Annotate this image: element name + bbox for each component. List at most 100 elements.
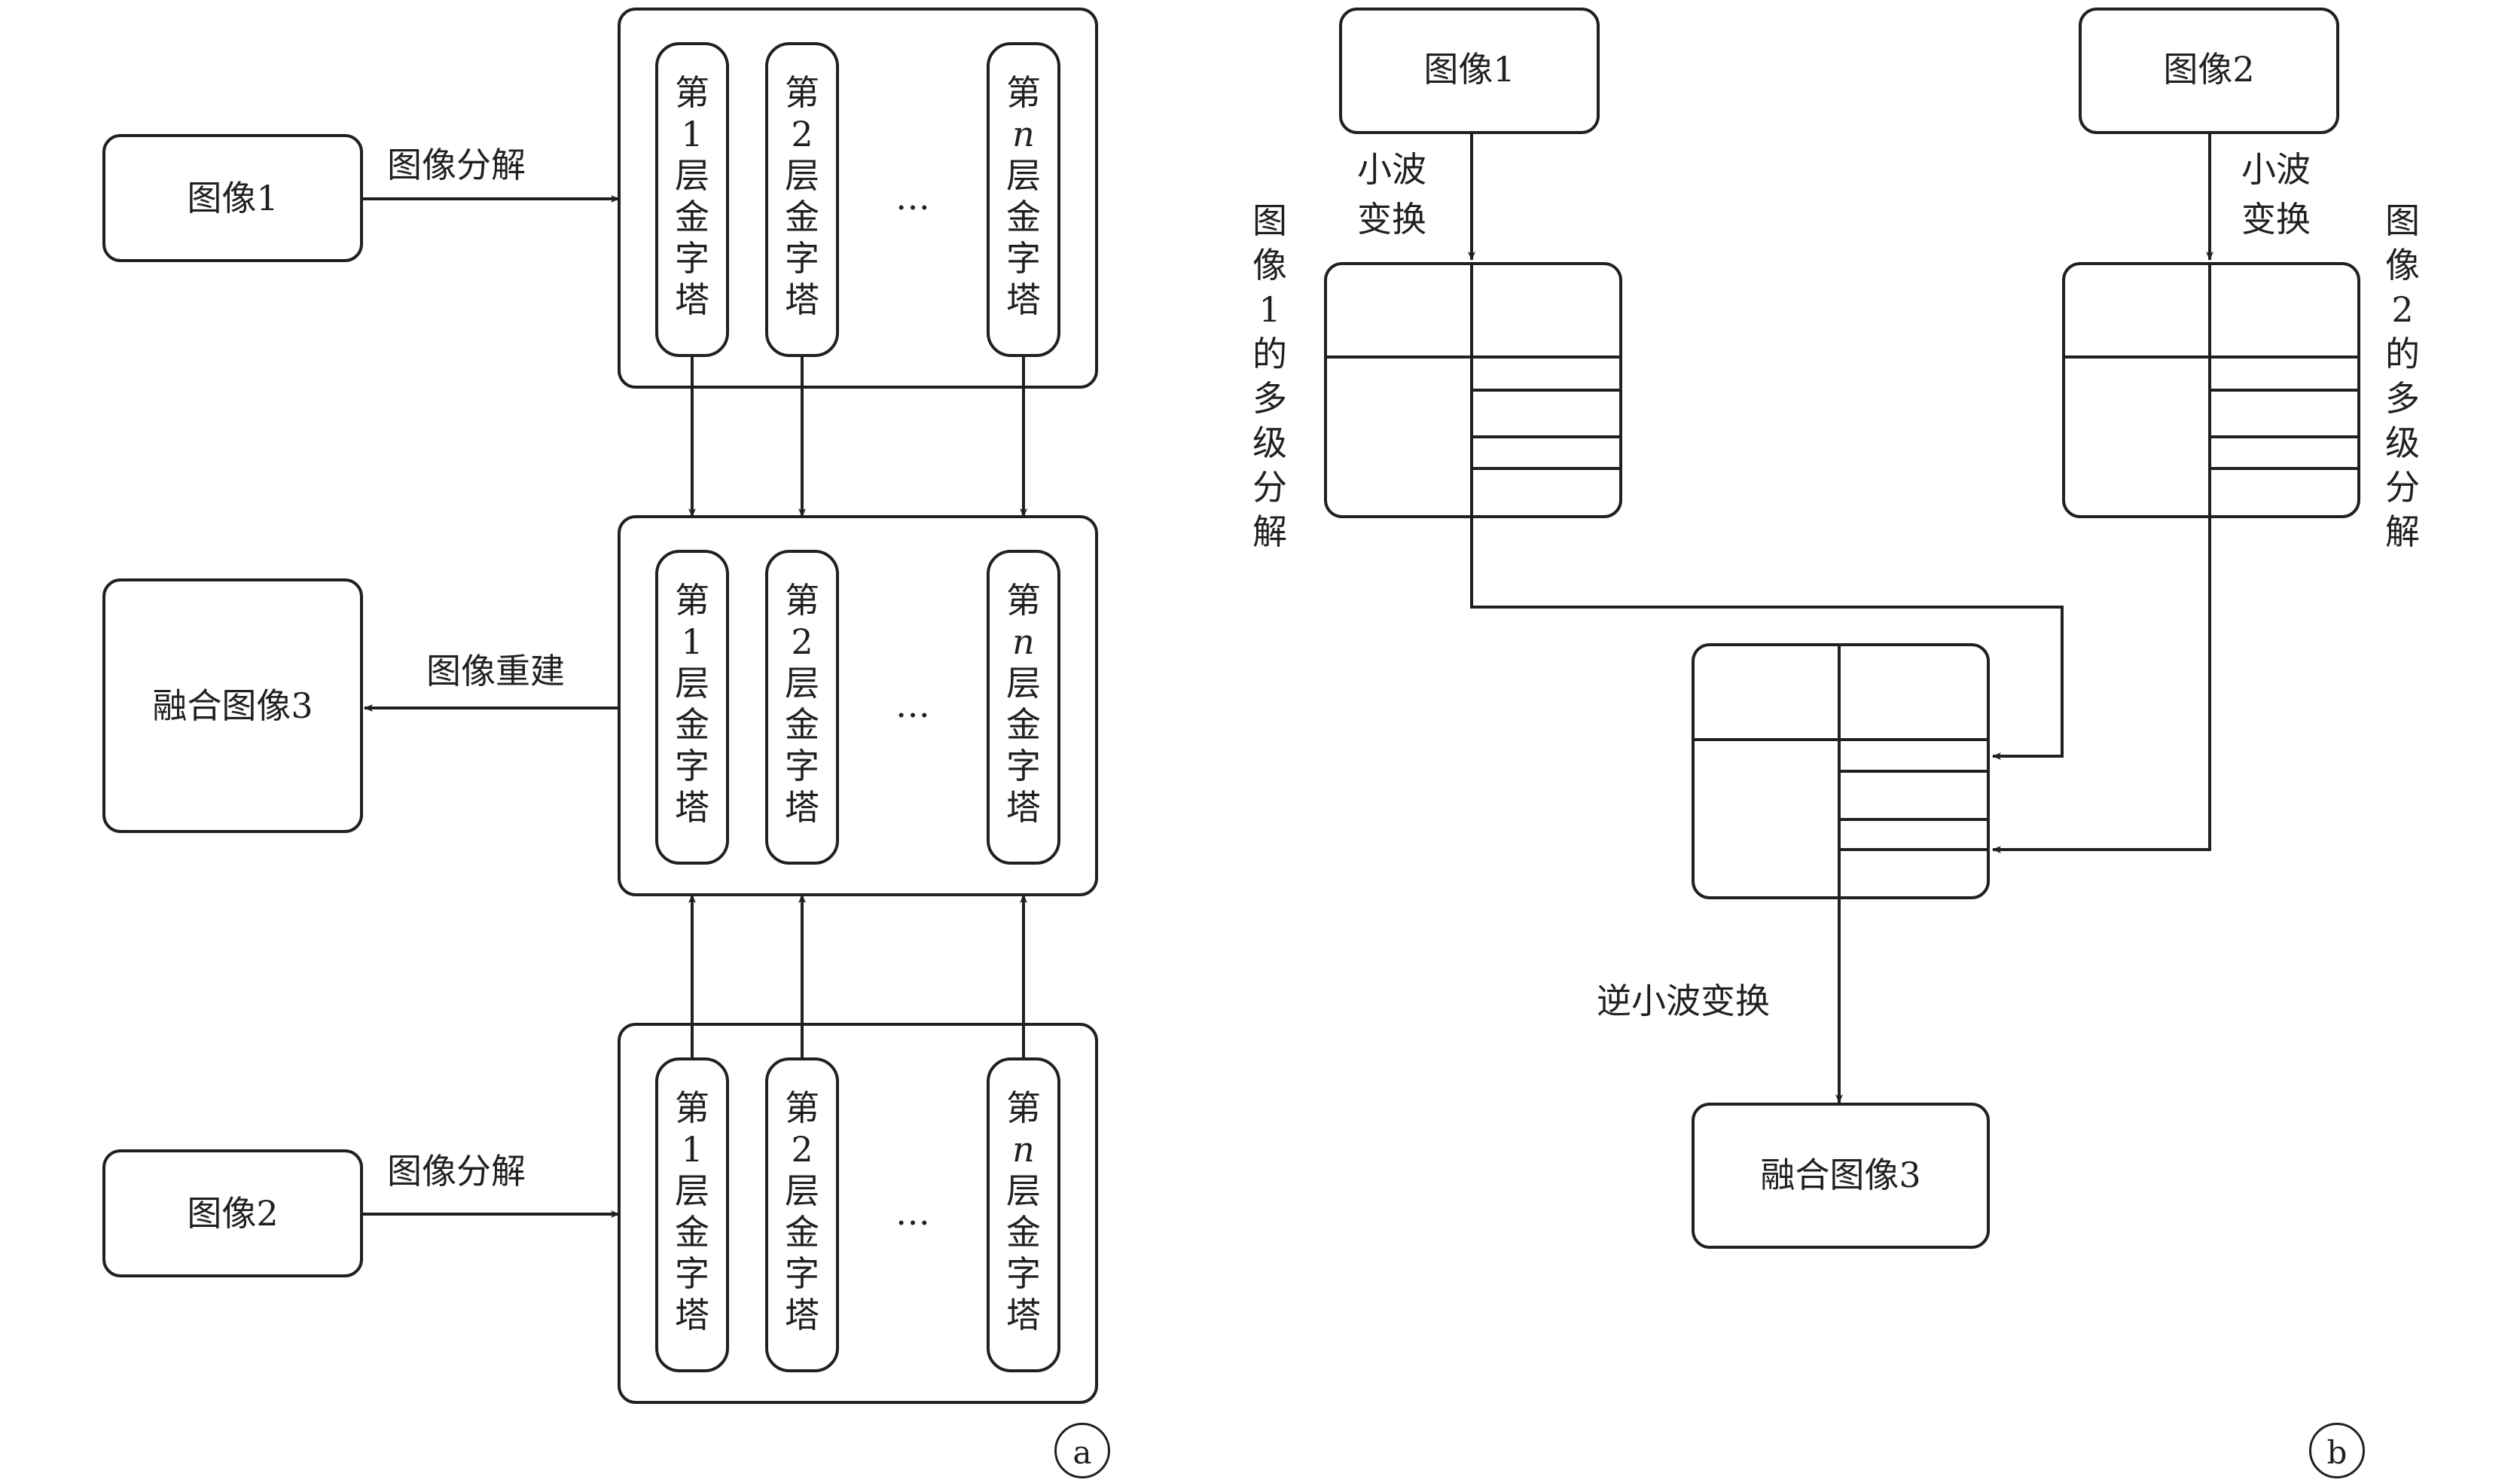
a-input1-label: 图像1	[187, 178, 279, 218]
a-pyramid-bot-char: 字	[675, 1253, 709, 1294]
b-panel-label: b	[2309, 1423, 2365, 1478]
b-wt2-line2: 变换	[2241, 199, 2311, 240]
b-multi2-char: 解	[2385, 511, 2420, 552]
a-pyramid-bot-char: 金	[785, 1212, 819, 1253]
b-connector-2	[1992, 517, 2211, 853]
a-pyramid-top-char: 金	[785, 197, 819, 237]
a-reconstruct-label: 图像重建	[426, 651, 565, 691]
a-fused-box	[102, 578, 363, 833]
a-pyramid-top-char: 金	[1006, 197, 1041, 237]
a-decompose1-label: 图像分解	[387, 145, 526, 185]
a-pyramid-top-char: 层	[1006, 155, 1041, 196]
a-pyramid-mid-char: 金	[675, 704, 709, 745]
a-pyramid-top-char: 第	[675, 72, 709, 113]
b-input1-box	[1339, 8, 1600, 134]
b-decomp-grid-2	[2062, 262, 2360, 518]
a-pyramid-top-char: 层	[675, 155, 709, 196]
a-pyramid-mid-char: 第	[785, 580, 819, 621]
a-pyramid-top-char: 字	[785, 238, 819, 279]
a-pyramid-top-char: 塔	[785, 279, 819, 320]
a-pyramid-mid-char: 字	[785, 746, 819, 786]
b-multi2-char: 多	[2385, 378, 2420, 419]
a-pyramid-bot-char: 金	[1006, 1212, 1041, 1253]
a-pyramid-mid-char: 层	[1006, 663, 1041, 703]
a-pyramid-mid-char: 层	[785, 663, 819, 703]
a-pill-mid-n	[987, 550, 1060, 865]
a-decompose2-label: 图像分解	[387, 1151, 526, 1192]
b-decomp-grid-fused	[1692, 643, 1990, 899]
a-pyramid-bot-char: 塔	[1006, 1295, 1041, 1335]
a-pyramid-mid-char: 金	[785, 704, 819, 745]
a-ellipsis-top: …	[895, 177, 930, 218]
a-pyramid-bot-char: 塔	[675, 1295, 709, 1335]
a-pyramid-top-char: 1	[681, 114, 703, 154]
a-pyramid-bot-char: n	[1012, 1129, 1035, 1170]
a-pyramid-mid-char: 1	[681, 621, 703, 662]
a-pyramid-mid-char: n	[1012, 621, 1035, 662]
a-pyramid-bot-char: 层	[785, 1170, 819, 1211]
b-multi2-char: 像	[2385, 245, 2420, 285]
b-multi1-char: 分	[1252, 467, 1287, 508]
a-pyramid-bot-char: 层	[1006, 1170, 1041, 1211]
a-pyramid-top-char: 字	[675, 238, 709, 279]
a-fused-label: 融合图像3	[152, 685, 313, 726]
a-pyramid-top-char: 第	[785, 72, 819, 113]
a-pyramid-top-char: 塔	[1006, 279, 1041, 320]
a-pyramid-mid-char: 字	[1006, 746, 1041, 786]
a-pyramid-bot-char: 第	[1006, 1088, 1041, 1128]
a-ellipsis-bot: …	[895, 1192, 930, 1233]
a-pyramid-mid-char: 第	[1006, 580, 1041, 621]
a-pill-mid-1	[655, 550, 729, 865]
a-pyramid-mid-char: 塔	[675, 787, 709, 828]
b-wt2-line1: 小波	[2241, 149, 2311, 190]
a-pyramid-top-char: n	[1012, 114, 1035, 154]
a-pyramid-mid-char: 塔	[785, 787, 819, 828]
a-pyramid-mid-char: 金	[1006, 704, 1041, 745]
b-connector-1	[1470, 517, 2064, 760]
b-multi1-char: 1	[1258, 289, 1281, 330]
b-multi1-char: 图	[1252, 200, 1287, 241]
a-pyramid-bot-char: 层	[675, 1170, 709, 1211]
a-pyramid-bot-char: 字	[1006, 1253, 1041, 1294]
b-multi1-char: 多	[1252, 378, 1287, 419]
b-multi2-char: 图	[2385, 200, 2420, 241]
a-pill-mid-2	[765, 550, 839, 865]
b-multi2-char: 分	[2385, 467, 2420, 508]
b-multi1-char: 像	[1252, 245, 1287, 285]
b-multi2-char: 2	[2391, 289, 2414, 330]
a-input2-label: 图像2	[187, 1193, 279, 1234]
b-inverse-label: 逆小波变换	[1597, 981, 1770, 1021]
a-pyramid-top-char: 第	[1006, 72, 1041, 113]
a-pyramid-group-mid	[618, 515, 1098, 896]
b-input1-label: 图像1	[1423, 49, 1515, 90]
b-wt1-line1: 小波	[1357, 149, 1426, 190]
b-fused-box	[1692, 1103, 1990, 1249]
b-decomp-grid-1	[1324, 262, 1622, 518]
a-pyramid-mid-char: 层	[675, 663, 709, 703]
b-wt1-line2: 变换	[1357, 199, 1426, 240]
a-pyramid-bot-char: 金	[675, 1212, 709, 1253]
b-multi1-char: 的	[1252, 334, 1287, 374]
b-fused-label: 融合图像3	[1760, 1155, 1921, 1195]
a-panel-label: a	[1054, 1423, 1110, 1478]
a-pyramid-mid-char: 字	[675, 746, 709, 786]
a-pyramid-mid-char: 塔	[1006, 787, 1041, 828]
a-pyramid-bot-char: 塔	[785, 1295, 819, 1335]
a-pyramid-top-char: 塔	[675, 279, 709, 320]
a-pyramid-bot-char: 1	[681, 1129, 703, 1170]
a-pyramid-top-char: 2	[791, 114, 813, 154]
a-pyramid-bot-char: 2	[791, 1129, 813, 1170]
